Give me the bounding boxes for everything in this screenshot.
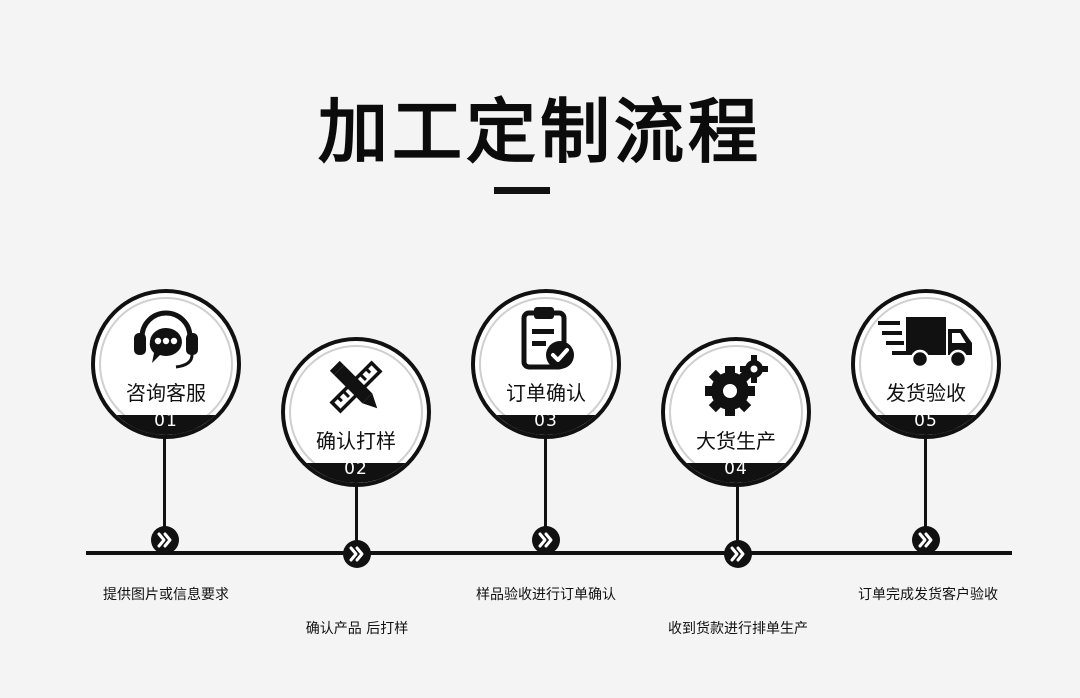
step-1-circle: 咨询客服 01 [91,289,241,439]
step-1-marker-icon [151,526,179,554]
step-1-number: 01 [154,411,178,431]
step-3-circle: 订单确认 03 [471,289,621,439]
step-4-description: 收到货款进行排单生产 [668,621,808,637]
step-5-description: 订单完成发货客户验收 [858,587,998,603]
step-4-label: 大货生产 [696,429,776,453]
step-3-number: 03 [534,411,558,431]
headset-chat-icon [130,303,202,375]
delivery-truck-icon [878,303,974,375]
step-5-label: 发货验收 [886,381,966,405]
step-4-circle: 大货生产 04 [661,337,811,487]
gear-icon [700,351,772,423]
step-3-description: 样品验收进行订单确认 [476,587,616,603]
step-2-label: 确认打样 [316,429,396,453]
step-2-description: 确认产品 后打样 [305,621,409,637]
step-2-marker-icon [343,540,371,568]
step-5-number: 05 [914,411,938,431]
step-4-number: 04 [724,459,748,479]
title-underline [494,187,550,194]
step-1-description: 提供图片或信息要求 [103,587,229,603]
page-title: 加工定制流程 [318,91,762,173]
step-5-circle: 发货验收 05 [851,289,1001,439]
step-1-label: 咨询客服 [126,381,206,405]
pencil-ruler-icon [320,351,392,423]
step-3-label: 订单确认 [506,381,586,405]
step-1-stem [163,430,166,540]
step-3-marker-icon [532,526,560,554]
step-5-marker-icon [912,526,940,554]
step-2-number: 02 [344,459,368,479]
step-5-stem [924,430,927,540]
step-4-stem [736,478,739,548]
clipboard-check-icon [510,303,582,375]
step-4-marker-icon [724,540,752,568]
step-3-stem [544,430,547,540]
step-2-stem [355,478,358,548]
step-2-circle: 确认打样 02 [281,337,431,487]
